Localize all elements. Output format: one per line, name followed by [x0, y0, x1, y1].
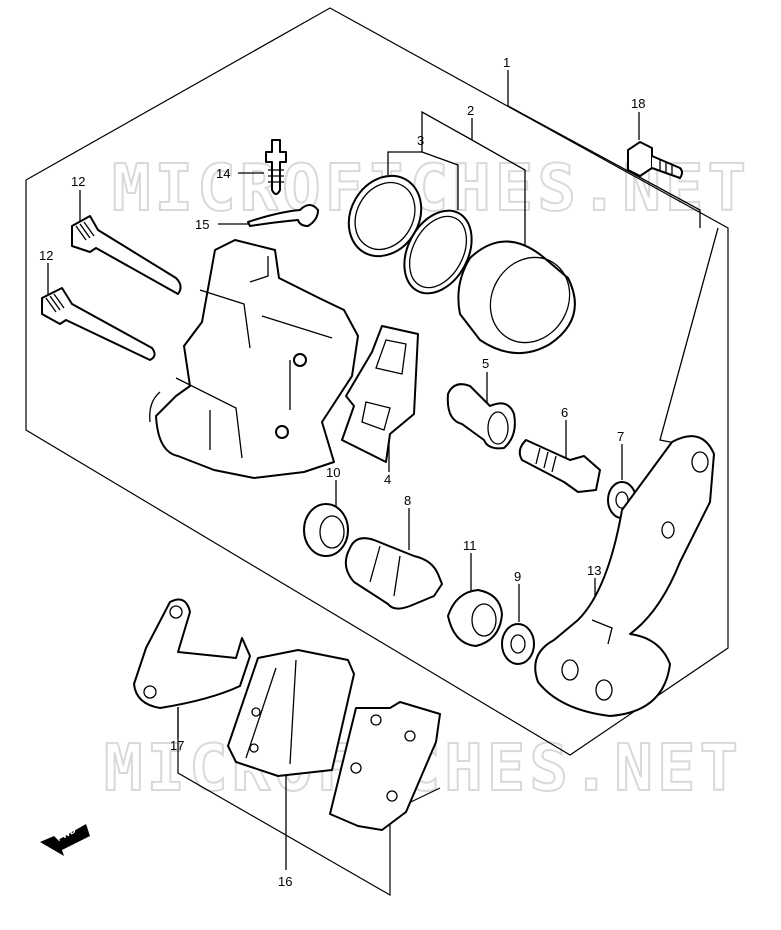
pin-bolt-part: [518, 439, 601, 493]
pad-set-outline: [177, 707, 391, 897]
sleeve-part: [446, 383, 516, 450]
callout-18: 18: [631, 96, 645, 111]
washer-lower-part: [501, 623, 535, 665]
callout-15: 15: [195, 217, 209, 232]
pad-spring-part: [341, 325, 419, 463]
caliper-pin-part: [344, 537, 443, 610]
caliper-bracket-part: [534, 435, 715, 717]
pad-shim-part: [133, 598, 251, 709]
callout-2: 2: [467, 103, 474, 118]
piston-part: [457, 240, 576, 355]
callout-17: 17: [170, 738, 184, 753]
brake-pad-outer-part: [329, 701, 441, 831]
callout-5: 5: [482, 356, 489, 371]
callout-8: 8: [404, 493, 411, 508]
callout-12-lower: 12: [39, 248, 53, 263]
caliper-body-part: [149, 239, 359, 479]
callout-12-upper: 12: [71, 174, 85, 189]
bleeder-screw-part: [265, 139, 287, 195]
boot-part: [303, 503, 349, 557]
callout-9: 9: [514, 569, 521, 584]
slide-pin-lower-part: [41, 287, 156, 361]
callout-14: 14: [216, 166, 230, 181]
callout-16: 16: [278, 874, 292, 889]
callout-6: 6: [561, 405, 568, 420]
callout-10: 10: [326, 465, 340, 480]
forward-direction-arrow: FWD: [40, 824, 90, 856]
bleeder-cap-part: [247, 204, 319, 227]
callout-7: 7: [617, 429, 624, 444]
callout-4: 4: [384, 472, 391, 487]
slide-pin-upper-part: [71, 215, 182, 295]
callout-1: 1: [503, 55, 510, 70]
brake-pad-inner-part: [227, 649, 355, 777]
dust-seal-part: [403, 209, 473, 295]
boot-lower-part: [447, 589, 503, 647]
callout-11: 11: [463, 538, 477, 553]
callout-13: 13: [587, 563, 601, 578]
callout-3: 3: [417, 133, 424, 148]
bolt-part: [627, 141, 683, 179]
assembly-outline: [25, 7, 729, 756]
piston-seal-part: [347, 174, 423, 258]
